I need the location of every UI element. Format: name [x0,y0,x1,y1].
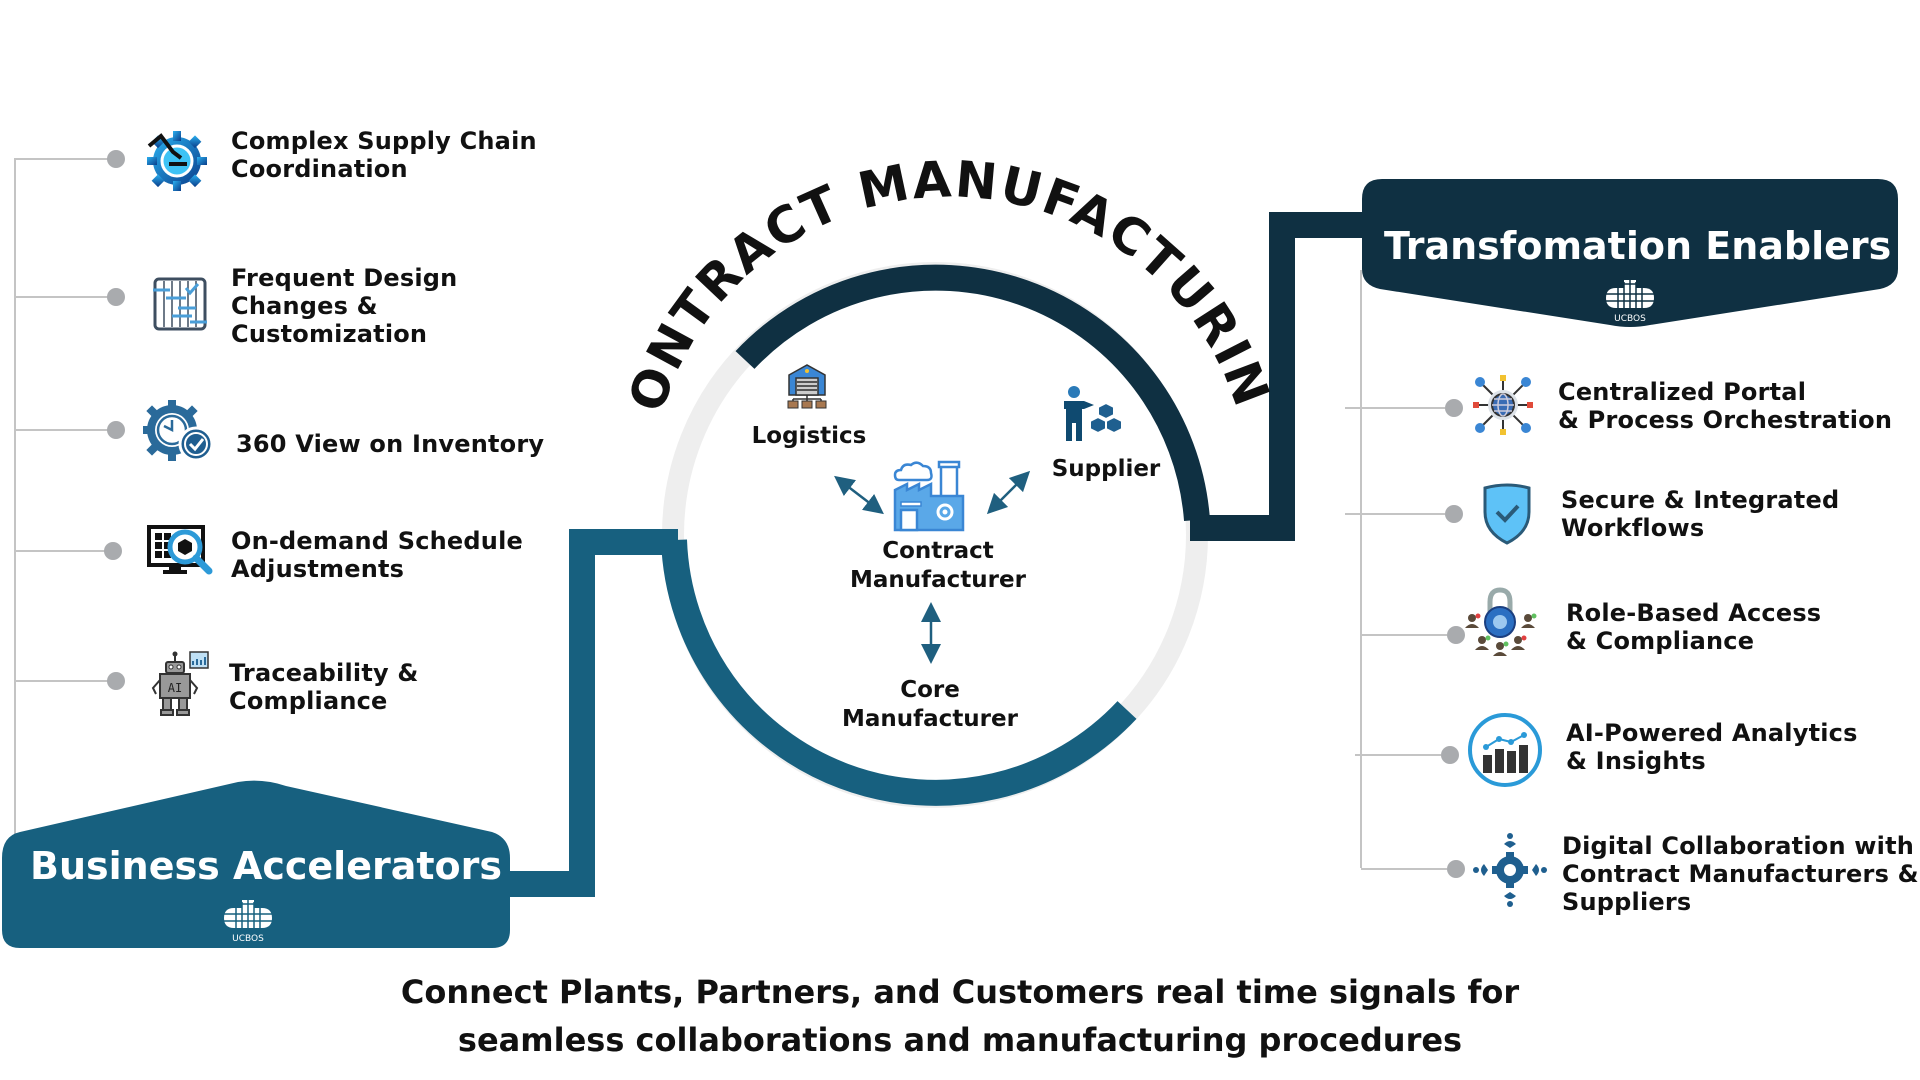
connector-dot [1447,860,1465,878]
supplier-label: Supplier [1051,456,1161,482]
connector-dot [1441,746,1459,764]
accelerator-item-3: 360 View on Inventory [236,430,545,458]
analytics-chart-circle-icon [1468,713,1542,787]
connector-line [1355,754,1441,756]
connector-dot [107,150,125,168]
transformation-enablers-title: Transfomation Enablers [1384,224,1892,268]
accelerator-item-4: On-demand Schedule Adjustments [231,527,523,583]
enabler-item-3: Role-Based Access & Compliance [1566,599,1822,655]
ucbos-logo-text: UCBOS [1614,314,1646,324]
logistics-arrow [834,475,884,515]
supplier-person-boxes-icon [1064,386,1123,441]
shield-check-icon [1483,483,1531,545]
connector-dot [104,542,122,560]
business-accelerators-badge [2,780,510,948]
ucbos-logo-icon [224,900,272,928]
navy-connector [1190,212,1362,541]
factory-icon [893,460,965,532]
footer-line-1: Connect Plants, Partners, and Customers … [400,973,1520,1011]
robot-arm-gear-icon [147,131,207,191]
connector-dot [107,288,125,306]
connector-dot [1447,626,1465,644]
center-ring-teal-arc [661,539,1137,806]
connector-dot [107,421,125,439]
svg-text:AI: AI [168,681,182,695]
connector-line [15,550,112,552]
footer-tagline: Connect Plants, Partners, and Customers … [0,968,1920,1064]
business-accelerators-title: Business Accelerators [30,844,502,888]
supplier-arrow [986,470,1031,515]
accelerator-item-2: Frequent Design Changes & Customization [231,264,458,348]
ucbos-logo-icon [1606,280,1654,308]
ucbos-logo: UCBOS [1604,280,1656,324]
ai-robot-chart-icon: AI [151,651,209,716]
enabler-item-1: Centralized Portal & Process Orchestrati… [1558,378,1893,434]
enabler-item-5: Digital Collaboration with Contract Manu… [1562,832,1919,916]
ucbos-logo: UCBOS [222,900,274,944]
teal-connector [505,529,678,897]
transformation-enablers-badge [1362,179,1898,327]
accelerator-item-5: Traceability & Compliance [229,659,419,715]
connector-line [15,296,115,298]
connector-dot [1445,399,1463,417]
connector-line [15,680,115,682]
ucbos-logo-text: UCBOS [232,934,264,944]
lock-users-icon [1465,587,1537,656]
connector-dot [1445,505,1463,523]
warehouse-logistics-icon [787,364,827,409]
connector-line [15,429,115,431]
logistics-label: Logistics [751,423,867,449]
connector-line [1361,634,1447,636]
gear-clock-check-icon [143,400,214,462]
footer-line-2: seamless collaborations and manufacturin… [457,1021,1463,1059]
contract-manufacturer-label: Contract Manufacturer [850,538,1026,593]
collaboration-gear-people-icon [1473,833,1547,907]
center-ring-navy-arc [735,264,1210,521]
core-manufacturer-label: Core Manufacturer [842,677,1018,732]
enabler-item-2: Secure & Integrated Workflows [1561,486,1840,542]
accelerator-item-1: Complex Supply Chain Coordination [231,127,537,183]
globe-network-icon [1473,375,1533,435]
connector-line [1345,407,1445,409]
enabler-item-4: AI-Powered Analytics & Insights [1566,719,1858,775]
design-blueprint-icon [153,277,207,331]
connector-line [15,158,115,160]
connector-line [1361,868,1447,870]
monitor-search-cube-icon [147,525,213,575]
connector-dot [107,672,125,690]
connector-line [1345,513,1445,515]
